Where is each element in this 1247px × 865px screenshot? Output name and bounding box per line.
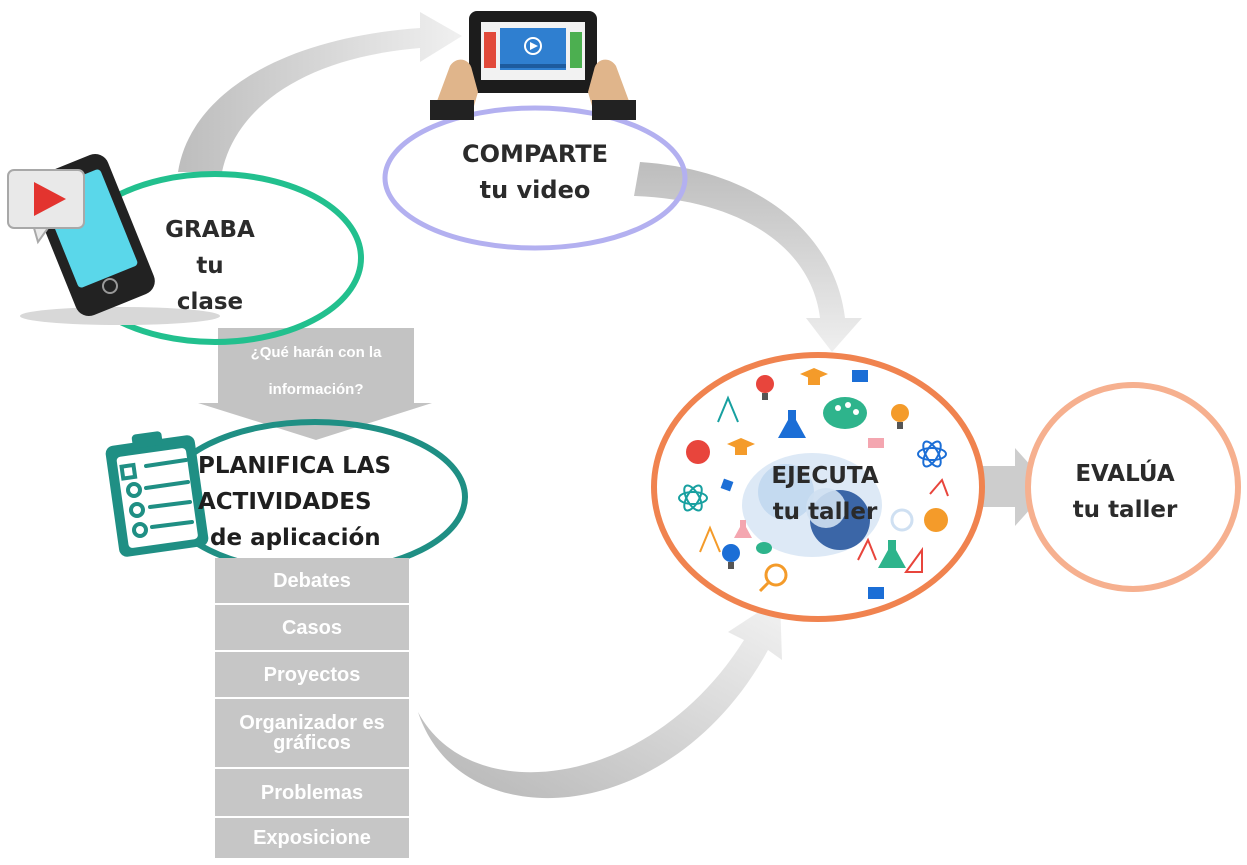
comparte-ring [382, 105, 688, 251]
activity-item: Problemas [215, 769, 409, 818]
arrow-comparte-to-ejecuta [634, 162, 862, 352]
question-line-2: información? [268, 381, 364, 398]
ejecuta-title: EJECUTA [771, 463, 879, 489]
graba-title: GRABA [165, 217, 255, 243]
evalua-step-label: EVALÚA tu taller [1050, 456, 1200, 528]
graba-line-3: clase [176, 289, 244, 315]
activity-item: Proyectos [215, 652, 409, 699]
activity-item: Exposicione [215, 818, 409, 858]
ejecuta-subtitle: tu taller [772, 499, 878, 525]
question-line-1: ¿Qué harán con la [250, 344, 382, 361]
clipboard-checklist-icon [105, 431, 209, 557]
activity-list: Debates Casos Proyectos Organizador es g… [215, 558, 409, 858]
activity-item: Organizador es gráficos [215, 699, 409, 769]
tablet-video-icon [430, 11, 636, 120]
activity-item: Debates [215, 558, 409, 605]
smartphone-video-icon [7, 153, 220, 325]
science-doodles-icon [678, 368, 949, 599]
activity-item: Casos [215, 605, 409, 652]
graba-step-label: GRABA tu clase [140, 212, 280, 320]
comparte-step-label: COMPARTE tu video [410, 136, 660, 208]
evalua-ring [1025, 382, 1241, 592]
planifica-line-1: PLANIFICA LAS [198, 453, 392, 479]
question-arrow [198, 328, 432, 440]
comparte-title: COMPARTE [461, 140, 609, 168]
planifica-line-2: ACTIVIDADES [198, 489, 372, 515]
comparte-subtitle: tu video [479, 176, 591, 204]
arrow-graba-to-comparte [178, 12, 462, 172]
planifica-step-label: PLANIFICA LAS ACTIVIDADES de aplicación [198, 448, 428, 556]
question-text: ¿Qué harán con la información? [218, 334, 414, 408]
evalua-title: EVALÚA [1075, 461, 1175, 487]
planifica-line-3: de aplicación [210, 525, 381, 551]
ejecuta-step-label: EJECUTA tu taller [740, 458, 910, 530]
graba-line-2: tu [196, 253, 224, 279]
evalua-subtitle: tu taller [1072, 497, 1178, 523]
arrow-list-to-ejecuta [418, 598, 782, 799]
